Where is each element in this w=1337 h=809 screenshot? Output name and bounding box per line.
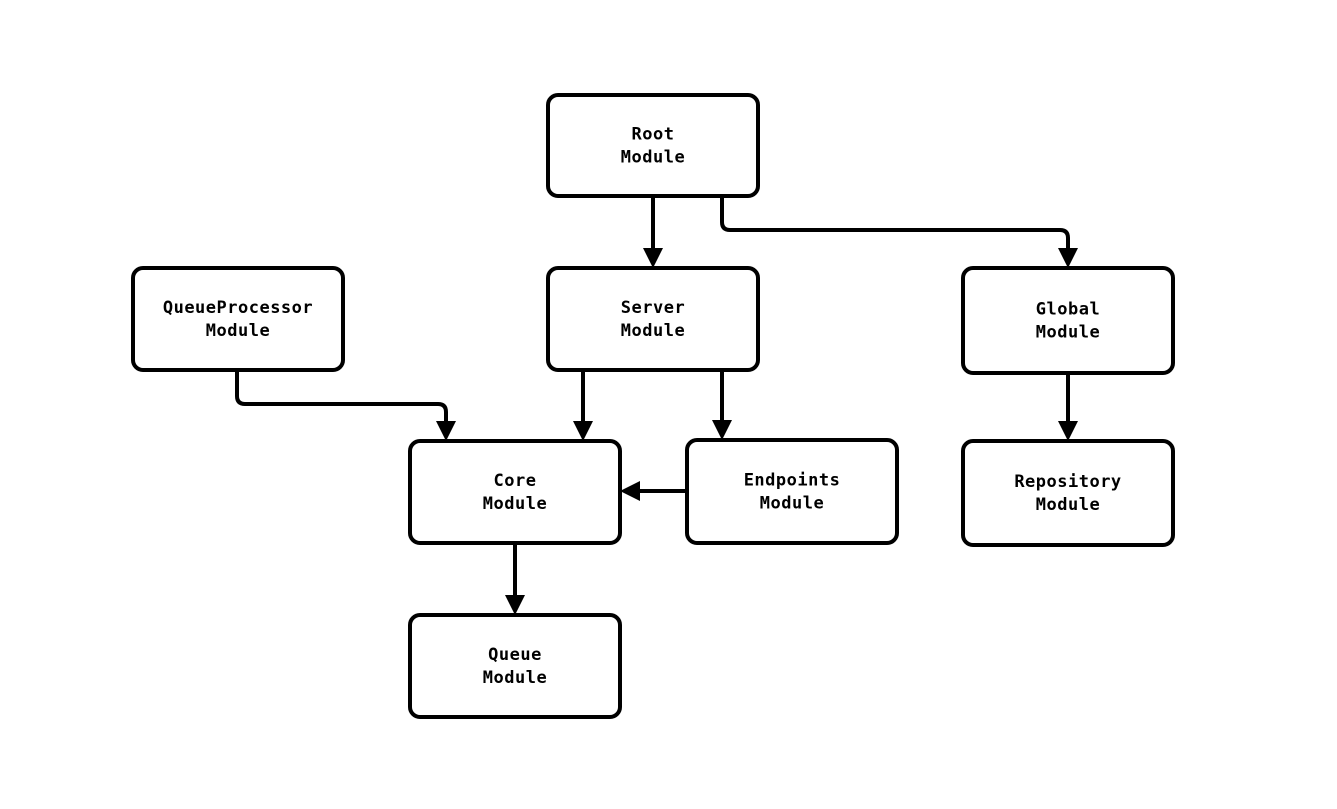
queue-module-node-box[interactable] [408,613,622,719]
edge-server-to-core-arrowhead-icon [573,421,593,441]
global-module-node-label-line1: Global [1036,300,1100,320]
edge-root-to-server-arrowhead-icon [643,248,663,268]
edge-global-to-repository-arrowhead-icon [1058,421,1078,441]
edge-global-to-repository [1058,373,1078,441]
edge-core-to-queue [505,543,525,615]
global-module-node-label-line2: Module [1036,323,1100,343]
root-module-node-box[interactable] [546,93,760,198]
server-module-node-label-line1: Server [621,298,685,318]
queueprocessor-module-node-box[interactable] [131,266,345,372]
core-module-node-box[interactable] [408,439,622,545]
edge-endpoints-to-core-arrowhead-icon [620,481,640,501]
repository-module-node-label-line2: Module [1036,495,1100,515]
edge-root-to-server [643,196,663,268]
endpoints-module-node-label-line2: Module [760,494,824,514]
queueprocessor-module-node-label-line2: Module [206,321,270,341]
repository-module-node-box[interactable] [961,439,1175,547]
core-module-node-label-line1: Core [494,471,537,491]
edge-core-to-queue-arrowhead-icon [505,595,525,615]
endpoints-module-node-label-line1: Endpoints [744,471,841,491]
edge-root-to-global-line [720,196,1070,253]
edge-server-to-endpoints-arrowhead-icon [712,420,732,440]
queueprocessor-module-node-label-line1: QueueProcessor [163,298,313,318]
edge-server-to-core [573,370,593,441]
server-module-node-label-line2: Module [621,321,685,341]
root-module-node-label-line2: Module [621,148,685,168]
server-module-node-box[interactable] [546,266,760,372]
core-module-node-label-line2: Module [483,494,547,514]
edge-layer [235,196,1078,615]
edge-queueprocessor-to-core-arrowhead-icon [436,421,456,441]
edge-queueprocessor-to-core-line [235,370,448,426]
node-layer: RootModuleQueueProcessorModuleServerModu… [131,93,1175,719]
root-module-node-label-line1: Root [632,125,675,145]
global-module-node-box[interactable] [961,266,1175,375]
queue-module-node-label-line2: Module [483,668,547,688]
edge-root-to-global [720,196,1078,268]
edge-queueprocessor-to-core [235,370,456,441]
edge-root-to-global-arrowhead-icon [1058,248,1078,268]
edge-endpoints-to-core [620,481,687,501]
queue-module-node-label-line1: Queue [488,645,542,665]
edge-server-to-endpoints [712,370,732,440]
endpoints-module-node-box[interactable] [685,438,899,545]
repository-module-node-label-line1: Repository [1014,472,1121,492]
